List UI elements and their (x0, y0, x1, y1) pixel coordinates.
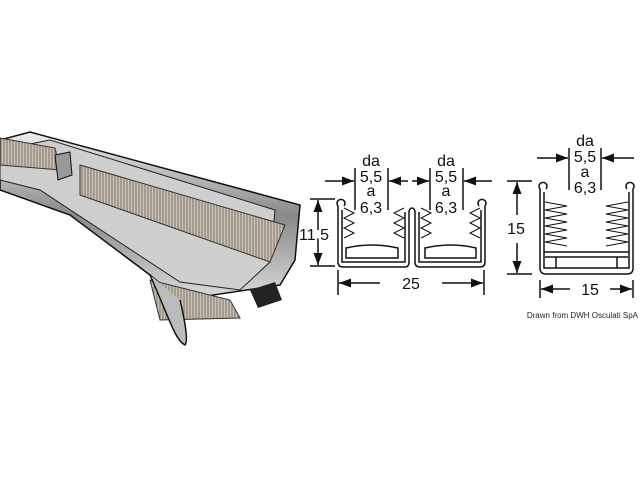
left-channel-min: 5,5 (360, 169, 382, 186)
single-channel-joiner: a (581, 164, 590, 181)
right-channel-min: 5,5 (435, 169, 457, 186)
single-channel-max: 6,3 (574, 180, 596, 197)
single-channel-prefix: da (576, 133, 594, 150)
brush-rail-illustration (0, 131, 301, 346)
double-height-label: 11,5 (299, 227, 329, 244)
single-width-label: 15 (581, 282, 599, 299)
right-channel-max: 6,3 (435, 200, 457, 217)
double-width-label: 25 (402, 276, 420, 293)
credit-text: Drawn from DWH Osculati SpA (526, 311, 638, 320)
single-height-label: 15 (507, 221, 525, 238)
left-channel-prefix: da (362, 153, 380, 170)
right-channel-prefix: da (437, 153, 455, 170)
left-channel-max: 6,3 (360, 200, 382, 217)
single-profile-drawing (507, 148, 635, 298)
left-channel-joiner: a (367, 183, 376, 200)
single-channel-min: 5,5 (574, 149, 596, 166)
double-profile-drawing (310, 168, 492, 295)
right-channel-joiner: a (442, 183, 451, 200)
